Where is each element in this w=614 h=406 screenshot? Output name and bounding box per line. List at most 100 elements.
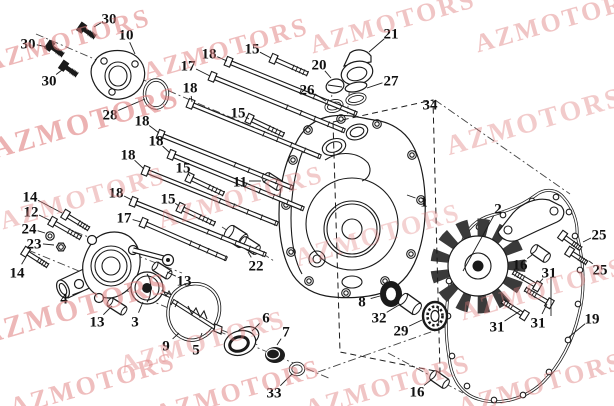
callout-3: 3 xyxy=(131,314,139,330)
callout-18: 18 xyxy=(202,46,217,62)
bolt-15-2 xyxy=(244,112,286,138)
leader-line xyxy=(247,251,252,258)
callout-18: 18 xyxy=(149,133,164,149)
callout-18: 18 xyxy=(109,185,124,201)
callout-21: 21 xyxy=(384,26,399,42)
leader-line xyxy=(55,69,63,75)
bolt-18-2 xyxy=(185,97,322,160)
leader-line xyxy=(538,278,544,284)
leader-line xyxy=(276,338,282,346)
watermark-text: AZMOTORS xyxy=(6,346,179,406)
leader-line xyxy=(38,214,52,222)
bolt-18-3 xyxy=(155,128,294,191)
callout-5: 5 xyxy=(192,342,200,358)
bolt-17-b xyxy=(138,216,228,262)
oring-33 xyxy=(288,361,306,377)
callout-18: 18 xyxy=(121,147,136,163)
callout-17: 17 xyxy=(117,210,133,226)
callout-4: 4 xyxy=(60,291,68,307)
bolt-17-a xyxy=(207,70,346,134)
flange-cover-10 xyxy=(90,49,146,100)
bolts xyxy=(19,21,589,322)
nut-23 xyxy=(55,242,67,252)
leader-line xyxy=(408,319,423,327)
leader-line xyxy=(198,332,203,341)
leader-line xyxy=(132,219,142,223)
callout-13: 13 xyxy=(177,273,192,289)
cap-7 xyxy=(265,347,285,363)
leader-line xyxy=(37,199,63,214)
callout-16: 16 xyxy=(513,257,529,273)
callout-16: 16 xyxy=(410,384,426,400)
leader-line xyxy=(36,44,48,48)
callout-17: 17 xyxy=(181,58,197,74)
bolt-18-6 xyxy=(128,195,267,258)
leader-line xyxy=(103,305,113,315)
bolt-14-a xyxy=(59,208,91,232)
callout-30: 30 xyxy=(102,11,117,27)
callout-15: 15 xyxy=(176,160,191,176)
spacer-32 xyxy=(398,292,422,316)
callout-27: 27 xyxy=(384,73,400,89)
watermark-text: AZMOTORS xyxy=(306,0,479,59)
leader-line xyxy=(541,303,548,315)
bolt-25-b xyxy=(563,245,589,266)
callout-34: 34 xyxy=(423,97,439,113)
callout-24: 24 xyxy=(22,221,38,237)
oil-filler-cap-21 xyxy=(340,49,374,93)
callout-25: 25 xyxy=(592,227,607,243)
leader-line xyxy=(195,68,211,77)
callout-33: 33 xyxy=(267,385,282,401)
bolt-18-1 xyxy=(223,55,358,117)
callout-30: 30 xyxy=(42,73,57,89)
leader-line xyxy=(504,310,521,322)
bolt-18-4 xyxy=(166,148,305,212)
leader-line xyxy=(190,95,193,103)
callout-11: 11 xyxy=(233,174,247,190)
leader-line xyxy=(259,51,272,59)
callout-15: 15 xyxy=(231,105,246,121)
callout-32: 32 xyxy=(372,310,387,326)
leader-line xyxy=(21,256,27,265)
callout-19: 19 xyxy=(585,311,600,327)
leader-line xyxy=(462,215,495,272)
leader-line xyxy=(134,159,145,170)
leader-line xyxy=(72,288,89,296)
bolt-30-c xyxy=(57,59,79,78)
bolt-31-a xyxy=(511,269,544,293)
oring-27 xyxy=(345,92,367,106)
bolt-14-b xyxy=(19,245,50,269)
callout-15: 15 xyxy=(245,41,260,57)
callout-26: 26 xyxy=(300,82,316,98)
callout-7: 7 xyxy=(282,324,290,340)
callout-13: 13 xyxy=(90,314,105,330)
leader-line xyxy=(217,56,228,62)
leader-line xyxy=(423,379,432,386)
leader-line xyxy=(280,373,293,386)
callout-12: 12 xyxy=(24,204,39,220)
callout-1: 1 xyxy=(420,194,428,210)
callout-8: 8 xyxy=(358,294,366,310)
callout-31: 31 xyxy=(490,319,505,335)
callout-14: 14 xyxy=(10,265,26,281)
stator-2 xyxy=(430,198,565,314)
plug-16-b xyxy=(429,370,450,389)
leader-line xyxy=(386,304,400,313)
pin-13-a xyxy=(151,261,173,280)
callout-28: 28 xyxy=(103,107,118,123)
leader-line xyxy=(368,38,385,53)
leader-line xyxy=(162,145,171,154)
axis-line xyxy=(434,99,571,195)
leader-line xyxy=(406,194,416,199)
callout-10: 10 xyxy=(119,27,134,43)
pickup-coil-bracket xyxy=(497,198,565,242)
callout-20: 20 xyxy=(312,57,327,73)
leader-line xyxy=(138,301,144,313)
watermark-text: AZMOTORS xyxy=(0,80,183,165)
leader-line xyxy=(568,323,586,338)
leader-line xyxy=(314,93,327,102)
leader-line xyxy=(370,295,381,300)
callout-2: 2 xyxy=(494,201,502,217)
watermark-text: AZMOTORS xyxy=(139,11,312,86)
leader-line xyxy=(245,116,250,120)
